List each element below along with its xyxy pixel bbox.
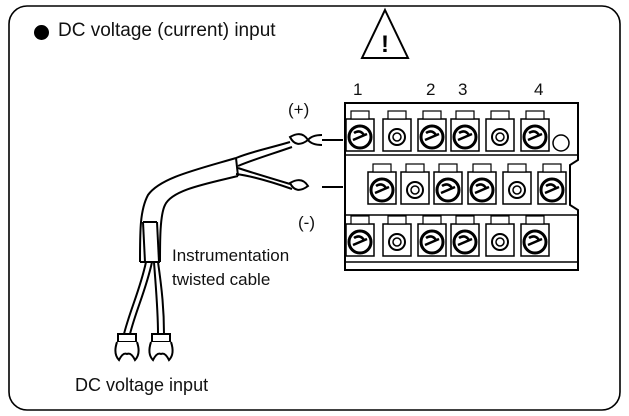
dc-voltage-input-label: DC voltage input [75,375,209,395]
terminal-screw-icon [367,163,397,205]
terminal-screw-icon [537,163,567,205]
negative-label: (-) [298,213,315,232]
svg-text:!: ! [381,31,389,58]
terminal-number-2: 2 [426,80,436,99]
cable-label-line1: Instrumentation [172,246,290,265]
terminal-screw-icon [485,215,515,257]
cable-label-line2: twisted cable [172,270,271,289]
terminal-number-3: 3 [458,80,468,99]
filled-circle-icon [34,25,49,40]
terminal-screw-icon [520,215,550,257]
terminal-screw-icon [467,163,497,205]
terminal-screw-icon [450,215,480,257]
diagram-title: DC voltage (current) input [58,20,276,41]
terminal-block [344,102,579,271]
cable-drawing [114,133,343,362]
terminal-screw-icon [382,110,412,152]
terminal-screw-icon [485,110,515,152]
warning-icon: ! [360,7,410,59]
terminal-screw-icon [450,110,480,152]
terminal-screw-icon [417,110,447,152]
terminal-screw-icon [345,215,375,257]
cable-label: Instrumentation twisted cable [172,244,342,292]
terminal-number-4: 4 [534,80,544,99]
terminal-number-1: 1 [353,80,363,99]
terminal-screw-icon [502,163,532,205]
terminal-screw-icon [345,110,375,152]
terminal-screw-icon [520,110,550,152]
terminal-screw-icon [400,163,430,205]
terminal-screw-icon [433,163,463,205]
positive-label: (+) [288,100,310,119]
terminal-screw-icon [417,215,447,257]
terminal-screw-icon [382,215,412,257]
